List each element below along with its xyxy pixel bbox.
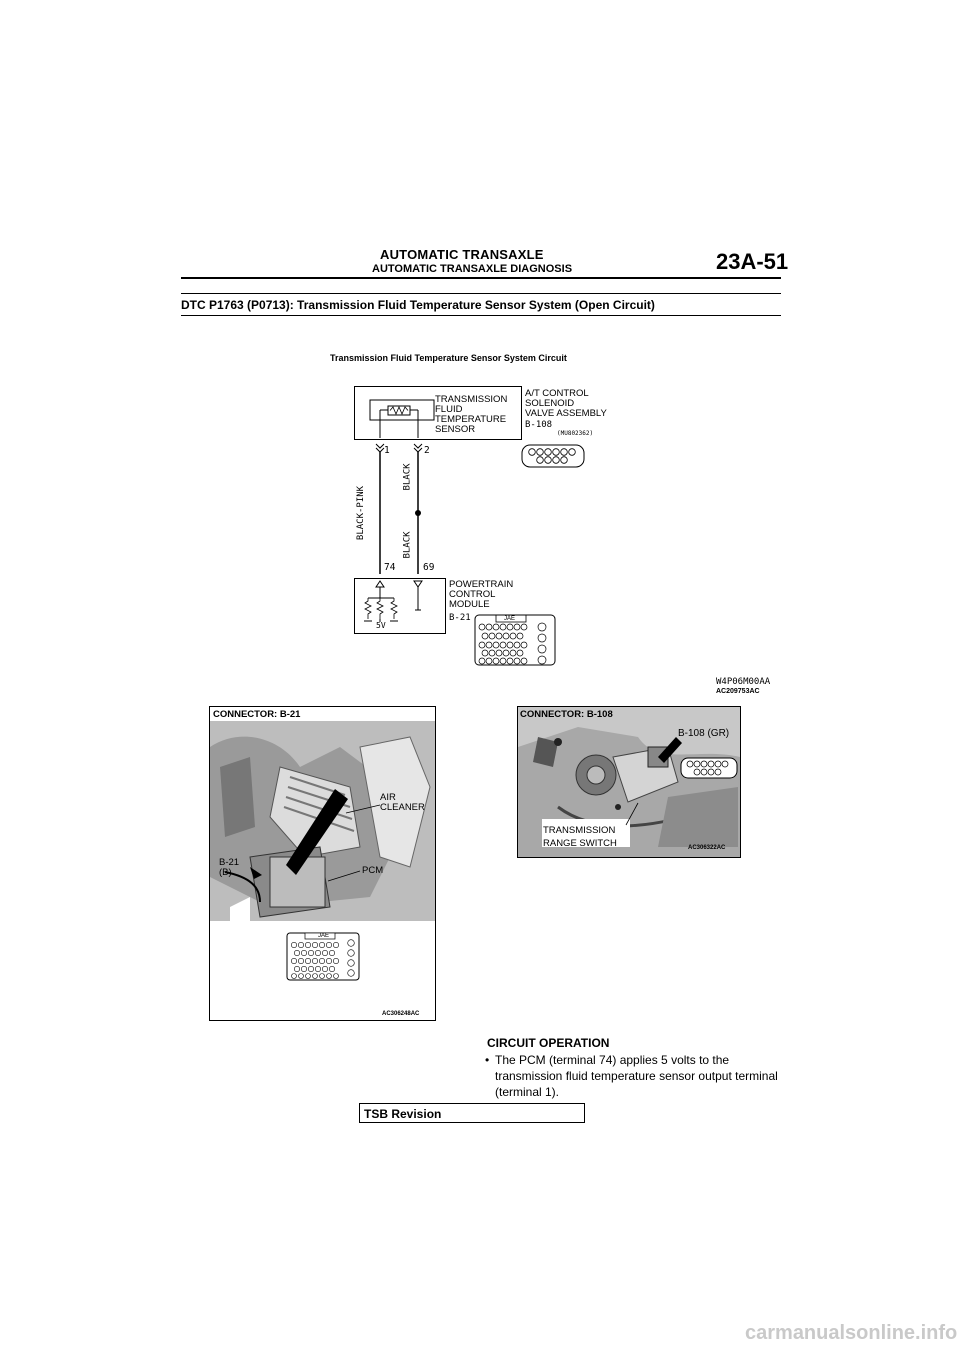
bullet-icon: • (485, 1053, 490, 1067)
watermark: carmanualsonline.info (745, 1322, 958, 1344)
pin-74-label: 74 (384, 562, 396, 573)
photo-left-title: CONNECTOR: B-21 (213, 709, 301, 720)
b108-photo-label: B-108 (GR) (678, 728, 730, 739)
pcm-voltage: 5V (376, 621, 386, 630)
pcm-box (354, 578, 446, 634)
photo-connector-b21 (209, 706, 436, 1021)
pcm-photo-label: PCM (362, 865, 384, 876)
b108-connector-face (521, 444, 585, 468)
header-title: AUTOMATIC TRANSAXLE (380, 247, 544, 262)
transaxle-photo (518, 707, 740, 857)
circuit-wiring (364, 399, 435, 622)
circuit-operation-text: The PCM (terminal 74) applies 5 volts to… (495, 1053, 778, 1099)
sensor-label: TRANSMISSION FLUID TEMPERATURE SENSOR (435, 394, 508, 435)
pcm-connector-id: B-21 (449, 613, 471, 623)
page-number: 23A-51 (716, 249, 789, 274)
solenoid-connector-id: B-108 (525, 420, 553, 430)
pin-2-label: 2 (424, 445, 430, 456)
air-cleaner-label: AIR CLEANER (380, 792, 425, 813)
solenoid-part-number: (MU802362) (557, 430, 594, 437)
b21-connector-face (474, 614, 556, 666)
diagram-code: W4P06M00AA (716, 677, 771, 687)
circuit-operation-title: CIRCUIT OPERATION (487, 1036, 610, 1050)
section-bottom-rule (181, 315, 781, 316)
circuit-operation-item: • The PCM (terminal 74) applies 5 volts … (485, 1052, 795, 1100)
photo-right-code: AC306322AC (688, 845, 726, 851)
wire-black-pink: BLACK-PINK (356, 485, 367, 541)
sensor-box (354, 386, 522, 440)
pin-1-label: 1 (384, 445, 390, 456)
header-subtitle: AUTOMATIC TRANSAXLE DIAGNOSIS (372, 263, 573, 275)
circuit-title: Transmission Fluid Temperature Sensor Sy… (330, 353, 567, 363)
section-top-rule (181, 293, 781, 294)
header-rule (181, 277, 781, 279)
engine-bay-photo (210, 707, 435, 1020)
dtc-title: DTC P1763 (P0713): Transmission Fluid Te… (181, 298, 655, 312)
range-switch-label: TRANSMISSION RANGE SWITCH (543, 825, 617, 849)
photo-left-jae: JAE (318, 933, 330, 939)
pcm-label: POWERTRAIN CONTROL MODULE (449, 579, 514, 610)
diagram-ac-code: AC209753AC (716, 688, 760, 695)
b21-photo-label: B-21 (B) (219, 857, 240, 878)
b21-jae-label: JAE (504, 616, 516, 622)
photo-right-title: CONNECTOR: B-108 (520, 709, 613, 720)
photo-left-code: AC306248AC (382, 1011, 420, 1017)
pin-69-label: 69 (423, 562, 435, 573)
photo-connector-b108 (517, 706, 741, 858)
wire-black-upper: BLACK (402, 463, 413, 491)
solenoid-label: A/T CONTROL SOLENOID VALVE ASSEMBLY (525, 388, 607, 419)
tsb-revision-box: TSB Revision (359, 1103, 585, 1123)
wire-black-lower: BLACK (402, 531, 413, 559)
